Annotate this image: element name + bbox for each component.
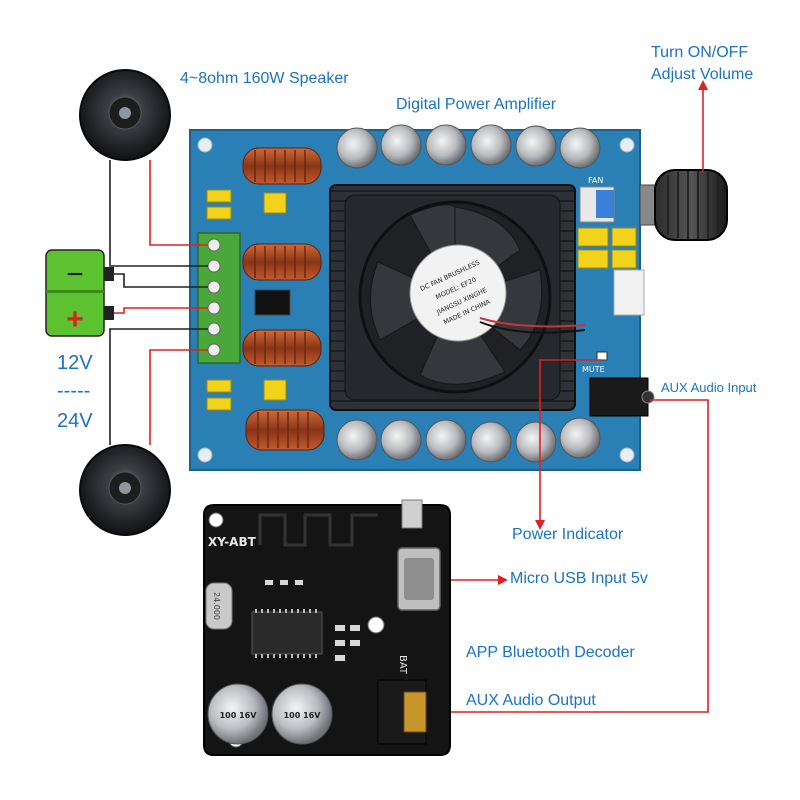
voltage-min-label: 12V	[57, 352, 93, 374]
aux-header	[613, 269, 645, 316]
speaker-label: 4~8ohm 160W Speaker	[180, 70, 349, 87]
wires	[109, 88, 709, 713]
wire-speaker-top-positive	[149, 160, 208, 246]
fan-silk-label: FAN	[588, 176, 603, 185]
regulator-chip	[254, 289, 291, 316]
fan-wire	[479, 321, 586, 334]
wire-speaker-bottom-negative	[109, 328, 208, 445]
bt-capacitors	[207, 683, 333, 745]
bt-decoder-label: APP Bluetooth Decoder	[466, 644, 635, 661]
power-led	[596, 351, 608, 361]
voltage-separator: -----	[57, 380, 91, 402]
bottom-capacitors	[336, 417, 601, 463]
speaker-top	[79, 69, 171, 161]
micro-usb-label: Micro USB Input 5v	[510, 570, 648, 587]
aux-input-jack[interactable]	[589, 377, 655, 417]
arrow-right-usb	[498, 575, 508, 585]
aux-output-jack[interactable]	[377, 679, 427, 745]
micro-usb-port[interactable]	[397, 547, 441, 611]
inductor-coils	[242, 147, 325, 451]
speaker-bottom	[79, 444, 171, 536]
bt-switch[interactable]	[401, 499, 423, 529]
adjust-volume-label: Adjust Volume	[651, 66, 754, 83]
mount-hole	[619, 137, 635, 153]
battery-plus-sign: +	[66, 303, 84, 336]
mute-silk-label: MUTE	[582, 365, 605, 374]
wire-battery-negative	[114, 273, 208, 288]
crystal-label: 24.000	[212, 592, 221, 620]
bt-cap-1-label: 100 16V	[220, 711, 258, 720]
terminal-block	[197, 232, 241, 364]
wire-aux-link	[430, 399, 709, 713]
bt-cap-2-label: 100 16V	[284, 711, 322, 720]
arrow-up-volume	[698, 80, 708, 90]
battery	[45, 249, 114, 337]
mount-hole	[197, 447, 213, 463]
voltage-max-label: 24V	[57, 410, 93, 432]
wire-power-indicator-callout	[539, 359, 602, 522]
potentiometer-body	[596, 190, 614, 218]
fan-wire	[479, 317, 586, 328]
wire-battery-positive	[114, 307, 208, 314]
wire-speaker-top-negative	[109, 160, 208, 267]
aux-output-label: AUX Audio Output	[466, 692, 596, 709]
power-indicator-label: Power Indicator	[512, 526, 624, 543]
mount-hole	[197, 137, 213, 153]
fan-label-sticker	[409, 244, 507, 342]
top-capacitors	[336, 124, 601, 169]
aux-input-label: AUX Audio Input	[661, 380, 757, 395]
amplifier-label: Digital Power Amplifier	[396, 96, 557, 113]
volume-knob[interactable]	[639, 169, 728, 241]
battery-minus-sign: −	[66, 258, 84, 291]
bt-model-label: XY-ABT	[208, 535, 257, 549]
turn-on-off-label: Turn ON/OFF	[651, 44, 749, 61]
film-capacitors	[206, 189, 637, 411]
wire-speaker-bottom-positive	[149, 349, 208, 445]
cooling-fan	[358, 200, 552, 394]
bat-label: BAT	[397, 655, 408, 675]
arrow-down-power	[535, 520, 545, 530]
mount-hole	[619, 447, 635, 463]
